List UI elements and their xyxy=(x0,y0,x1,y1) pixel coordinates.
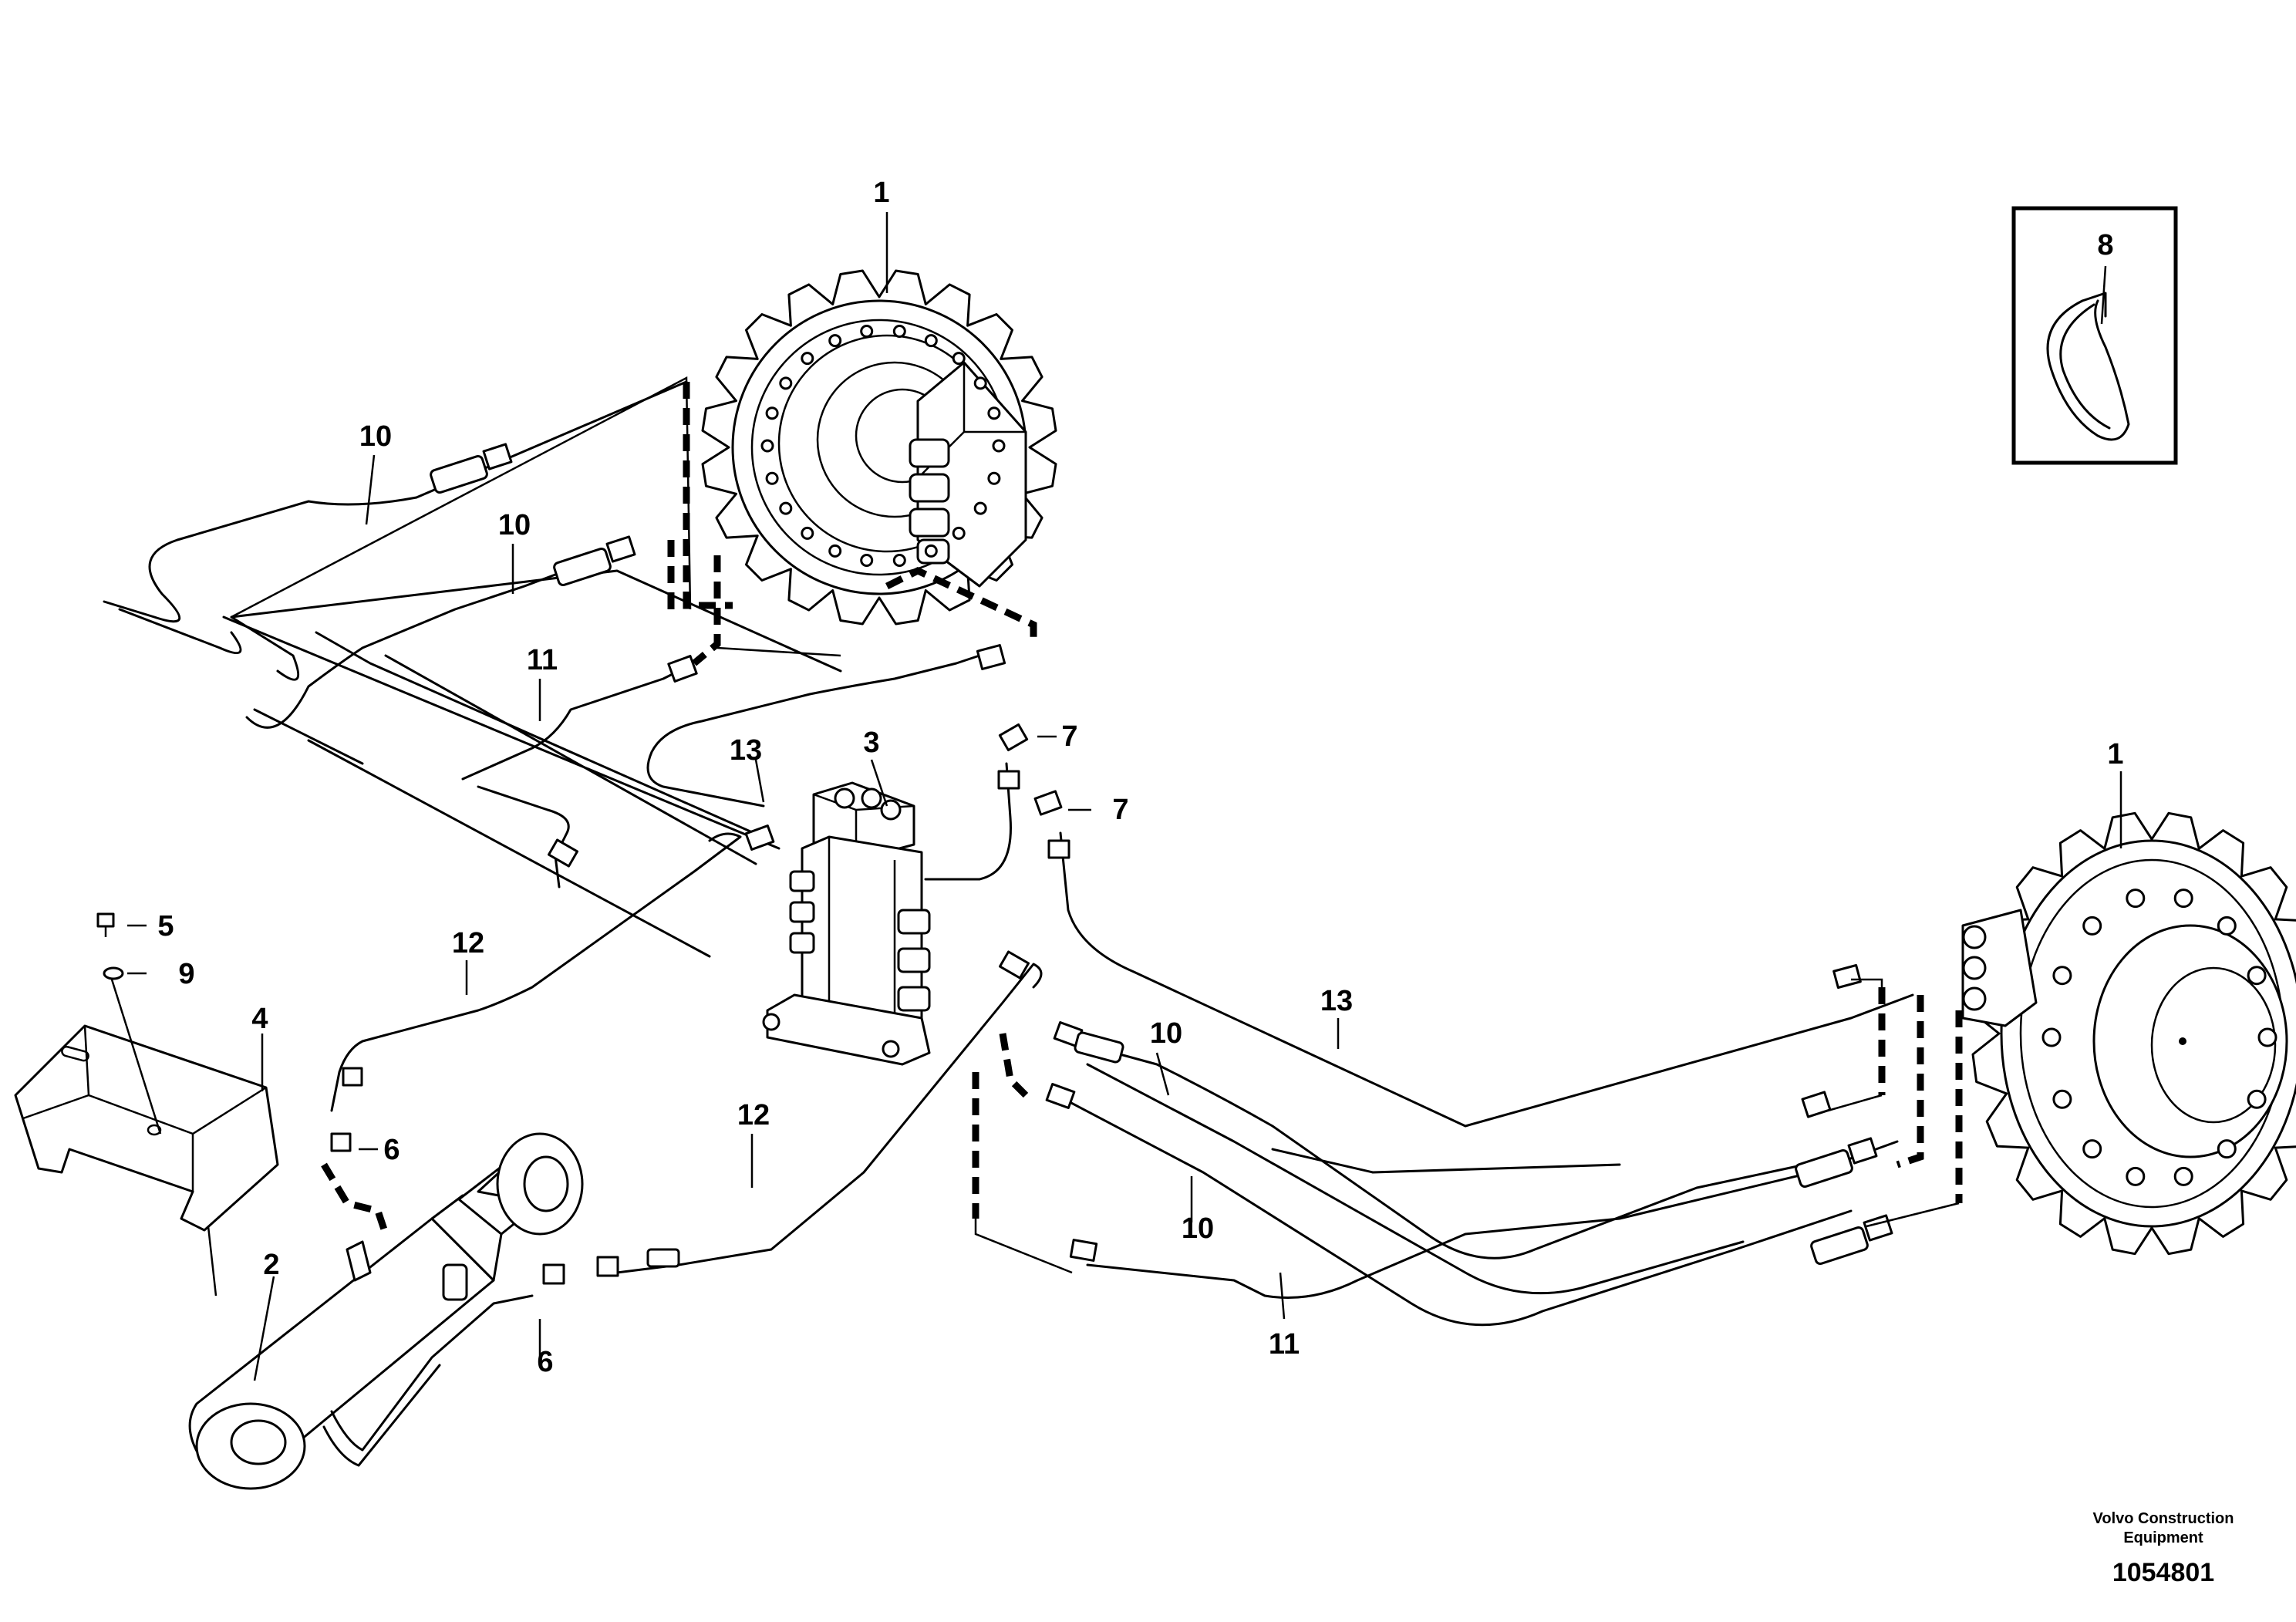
callout-8: 8 xyxy=(2097,229,2113,261)
callout-leader-lines xyxy=(127,212,2122,1381)
hydraulic-lines xyxy=(103,380,1914,1327)
callout-4: 4 xyxy=(251,1003,268,1035)
callout-12-mid: 12 xyxy=(737,1099,770,1131)
company-name-line1: Volvo Construction xyxy=(2093,1510,2234,1527)
dashed-connection-lines xyxy=(321,382,1963,1236)
callout-10-d: 10 xyxy=(1182,1212,1214,1245)
drawing-number: 1054801 xyxy=(2112,1558,2214,1587)
swivel-valve-body xyxy=(762,781,931,1066)
callout-6-bottom: 6 xyxy=(537,1346,553,1378)
thin-reference-lines xyxy=(231,376,1960,1274)
callout-11-top: 11 xyxy=(527,644,558,676)
hydraulic-cylinder xyxy=(188,1132,584,1490)
callout-11-bottom: 11 xyxy=(1269,1328,1300,1361)
travel-motor-sprocket-top xyxy=(701,269,1057,626)
callout-13-top: 13 xyxy=(730,734,762,767)
hose-fittings xyxy=(330,443,1893,1285)
callout-9: 9 xyxy=(178,958,194,990)
callout-2: 2 xyxy=(263,1249,279,1281)
callout-5: 5 xyxy=(157,910,174,943)
callout-3: 3 xyxy=(863,727,879,759)
callout-10-b: 10 xyxy=(498,509,531,541)
bolt-and-washer xyxy=(96,912,162,1135)
callout-labels: 1 1 2 3 4 5 6 6 7 7 8 9 10 10 10 10 11 1… xyxy=(157,177,2123,1378)
callout-10-a: 10 xyxy=(359,420,392,453)
callout-1-top: 1 xyxy=(873,177,889,209)
callout-13-right: 13 xyxy=(1320,985,1353,1017)
drawing-footer: Volvo Construction Equipment 1054801 xyxy=(2093,1510,2234,1587)
cable-tie-detail-box xyxy=(2011,206,2178,465)
callout-6-left: 6 xyxy=(383,1134,400,1166)
callout-7-mid: 7 xyxy=(1112,794,1128,826)
callout-10-c: 10 xyxy=(1150,1017,1182,1050)
guard-bracket xyxy=(14,1024,279,1232)
callout-12-left: 12 xyxy=(452,927,484,959)
company-name-line2: Equipment xyxy=(2123,1529,2203,1546)
travel-motor-sprocket-right xyxy=(1961,811,2296,1256)
callout-7-top: 7 xyxy=(1061,720,1077,753)
callout-1-right: 1 xyxy=(2107,738,2123,771)
